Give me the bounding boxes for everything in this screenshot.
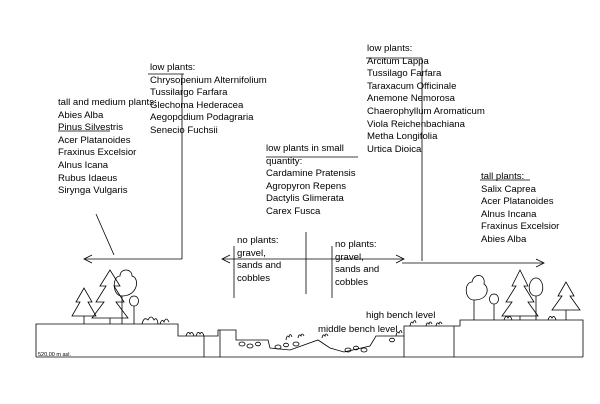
- species-item: Anemone Nemorosa: [367, 93, 455, 105]
- species-item: Carex Fusca: [266, 205, 321, 217]
- group-center-low-small: low plants in small quantity: Cardamine …: [266, 143, 356, 219]
- species-item: Salix Caprea: [481, 183, 536, 195]
- species-item: Tussilago Farfara: [367, 68, 442, 80]
- deciduous-tree-left-1: [113, 269, 137, 324]
- group-title: low plants:: [150, 62, 196, 73]
- species-item: Acer Platanoides: [481, 196, 554, 208]
- group-title: tall plants:: [481, 171, 525, 182]
- no-plants-line: no plants:: [335, 239, 377, 250]
- deciduous-tree-right-2: [489, 293, 499, 320]
- species-item: Rubus Idaeus: [58, 172, 118, 184]
- species-item: Metha Longifolia: [367, 131, 438, 143]
- conifer-tree-left-1: [91, 269, 129, 324]
- group-title: quantity:: [266, 155, 303, 167]
- group-right-tall: tall plants: Salix Caprea Acer Platanoid…: [481, 171, 559, 247]
- group-title: low plants in small: [266, 143, 344, 154]
- no-plants-line: cobbles: [237, 272, 271, 284]
- leader-lines: [58, 57, 530, 298]
- group-title: tall and medium plants:: [58, 97, 157, 108]
- small-plants-center: [285, 320, 443, 341]
- zone-arrow-center: [221, 254, 405, 264]
- species-item: Chrysopenium Alternifolium: [150, 74, 267, 86]
- group-left-low: low plants: Chrysopenium Alternifolium T…: [150, 62, 267, 138]
- no-plants-line: cobbles: [335, 276, 369, 288]
- species-item: Alnus Icana: [58, 159, 109, 171]
- species-item: Urtica Dioica: [367, 143, 422, 155]
- species-item: Chaerophyllum Aromaticum: [367, 105, 485, 117]
- species-item: Abies Alba: [58, 109, 104, 121]
- species-item: Senecio Fuchsii: [150, 124, 218, 136]
- no-plants-right: no plants: gravel, sands and cobbles: [335, 239, 379, 289]
- species-item: Abies Alba: [481, 233, 527, 245]
- species-item: Tussilargo Farfara: [150, 87, 228, 99]
- no-plants-line: gravel,: [335, 251, 364, 263]
- middle-bench-level-label: middle bench level: [318, 324, 398, 335]
- high-bench-level-label: high bench level: [366, 310, 436, 321]
- species-item: Aegopodium Podagraria: [150, 112, 254, 124]
- group-right-low: low plants: Arcitum Lappa Tussilago Farf…: [367, 43, 485, 156]
- shrubs-left: [141, 316, 205, 337]
- species-item: Agropyron Repens: [266, 180, 346, 192]
- species-item: Arcitum Lappa: [367, 55, 429, 67]
- species-item: Acer Platanoides: [58, 134, 131, 146]
- conifer-tree-right-1: [501, 269, 539, 320]
- no-plants-line: sands and: [237, 260, 282, 272]
- deciduous-tree-right-1: [465, 275, 488, 320]
- riverbed-stones: [238, 337, 395, 353]
- species-item: Alnus Incana: [481, 208, 537, 220]
- no-plants-line: gravel,: [237, 247, 266, 259]
- zone-arrow-right-tall: [402, 258, 545, 268]
- conifer-tree-left-2: [71, 287, 97, 324]
- conifer-tree-right-2: [551, 281, 581, 320]
- group-left-tall-medium: tall and medium plants: Abies Alba Pinus…: [58, 97, 157, 198]
- zone-arrow-left-tall: [83, 254, 182, 264]
- shrubs-right: [503, 316, 557, 321]
- group-title: low plants:: [367, 43, 413, 54]
- species-item: Glechoma Hederacea: [150, 99, 244, 111]
- species-item: Fraxinus Excelsior: [481, 221, 560, 233]
- species-item: Taraxacum Officinale: [367, 80, 457, 92]
- species-item: Sirynga Vulgaris: [58, 185, 128, 197]
- no-plants-left: no plants: gravel, sands and cobbles: [237, 235, 281, 285]
- elevation-label: 520,00 m asl.: [38, 352, 72, 358]
- deciduous-tree-left-2: [129, 295, 139, 324]
- terrain-profile: [35, 319, 584, 358]
- no-plants-line: sands and: [335, 264, 380, 276]
- species-item: Viola Reichenbachiana: [367, 118, 465, 130]
- species-item: Pinus Silvestris: [58, 122, 124, 134]
- no-plants-line: no plants:: [237, 235, 279, 246]
- species-item: Fraxinus Excelsior: [58, 147, 137, 159]
- species-item: Cardamine Pratensis: [266, 168, 356, 180]
- species-item: Dactylis Glimerata: [266, 193, 344, 205]
